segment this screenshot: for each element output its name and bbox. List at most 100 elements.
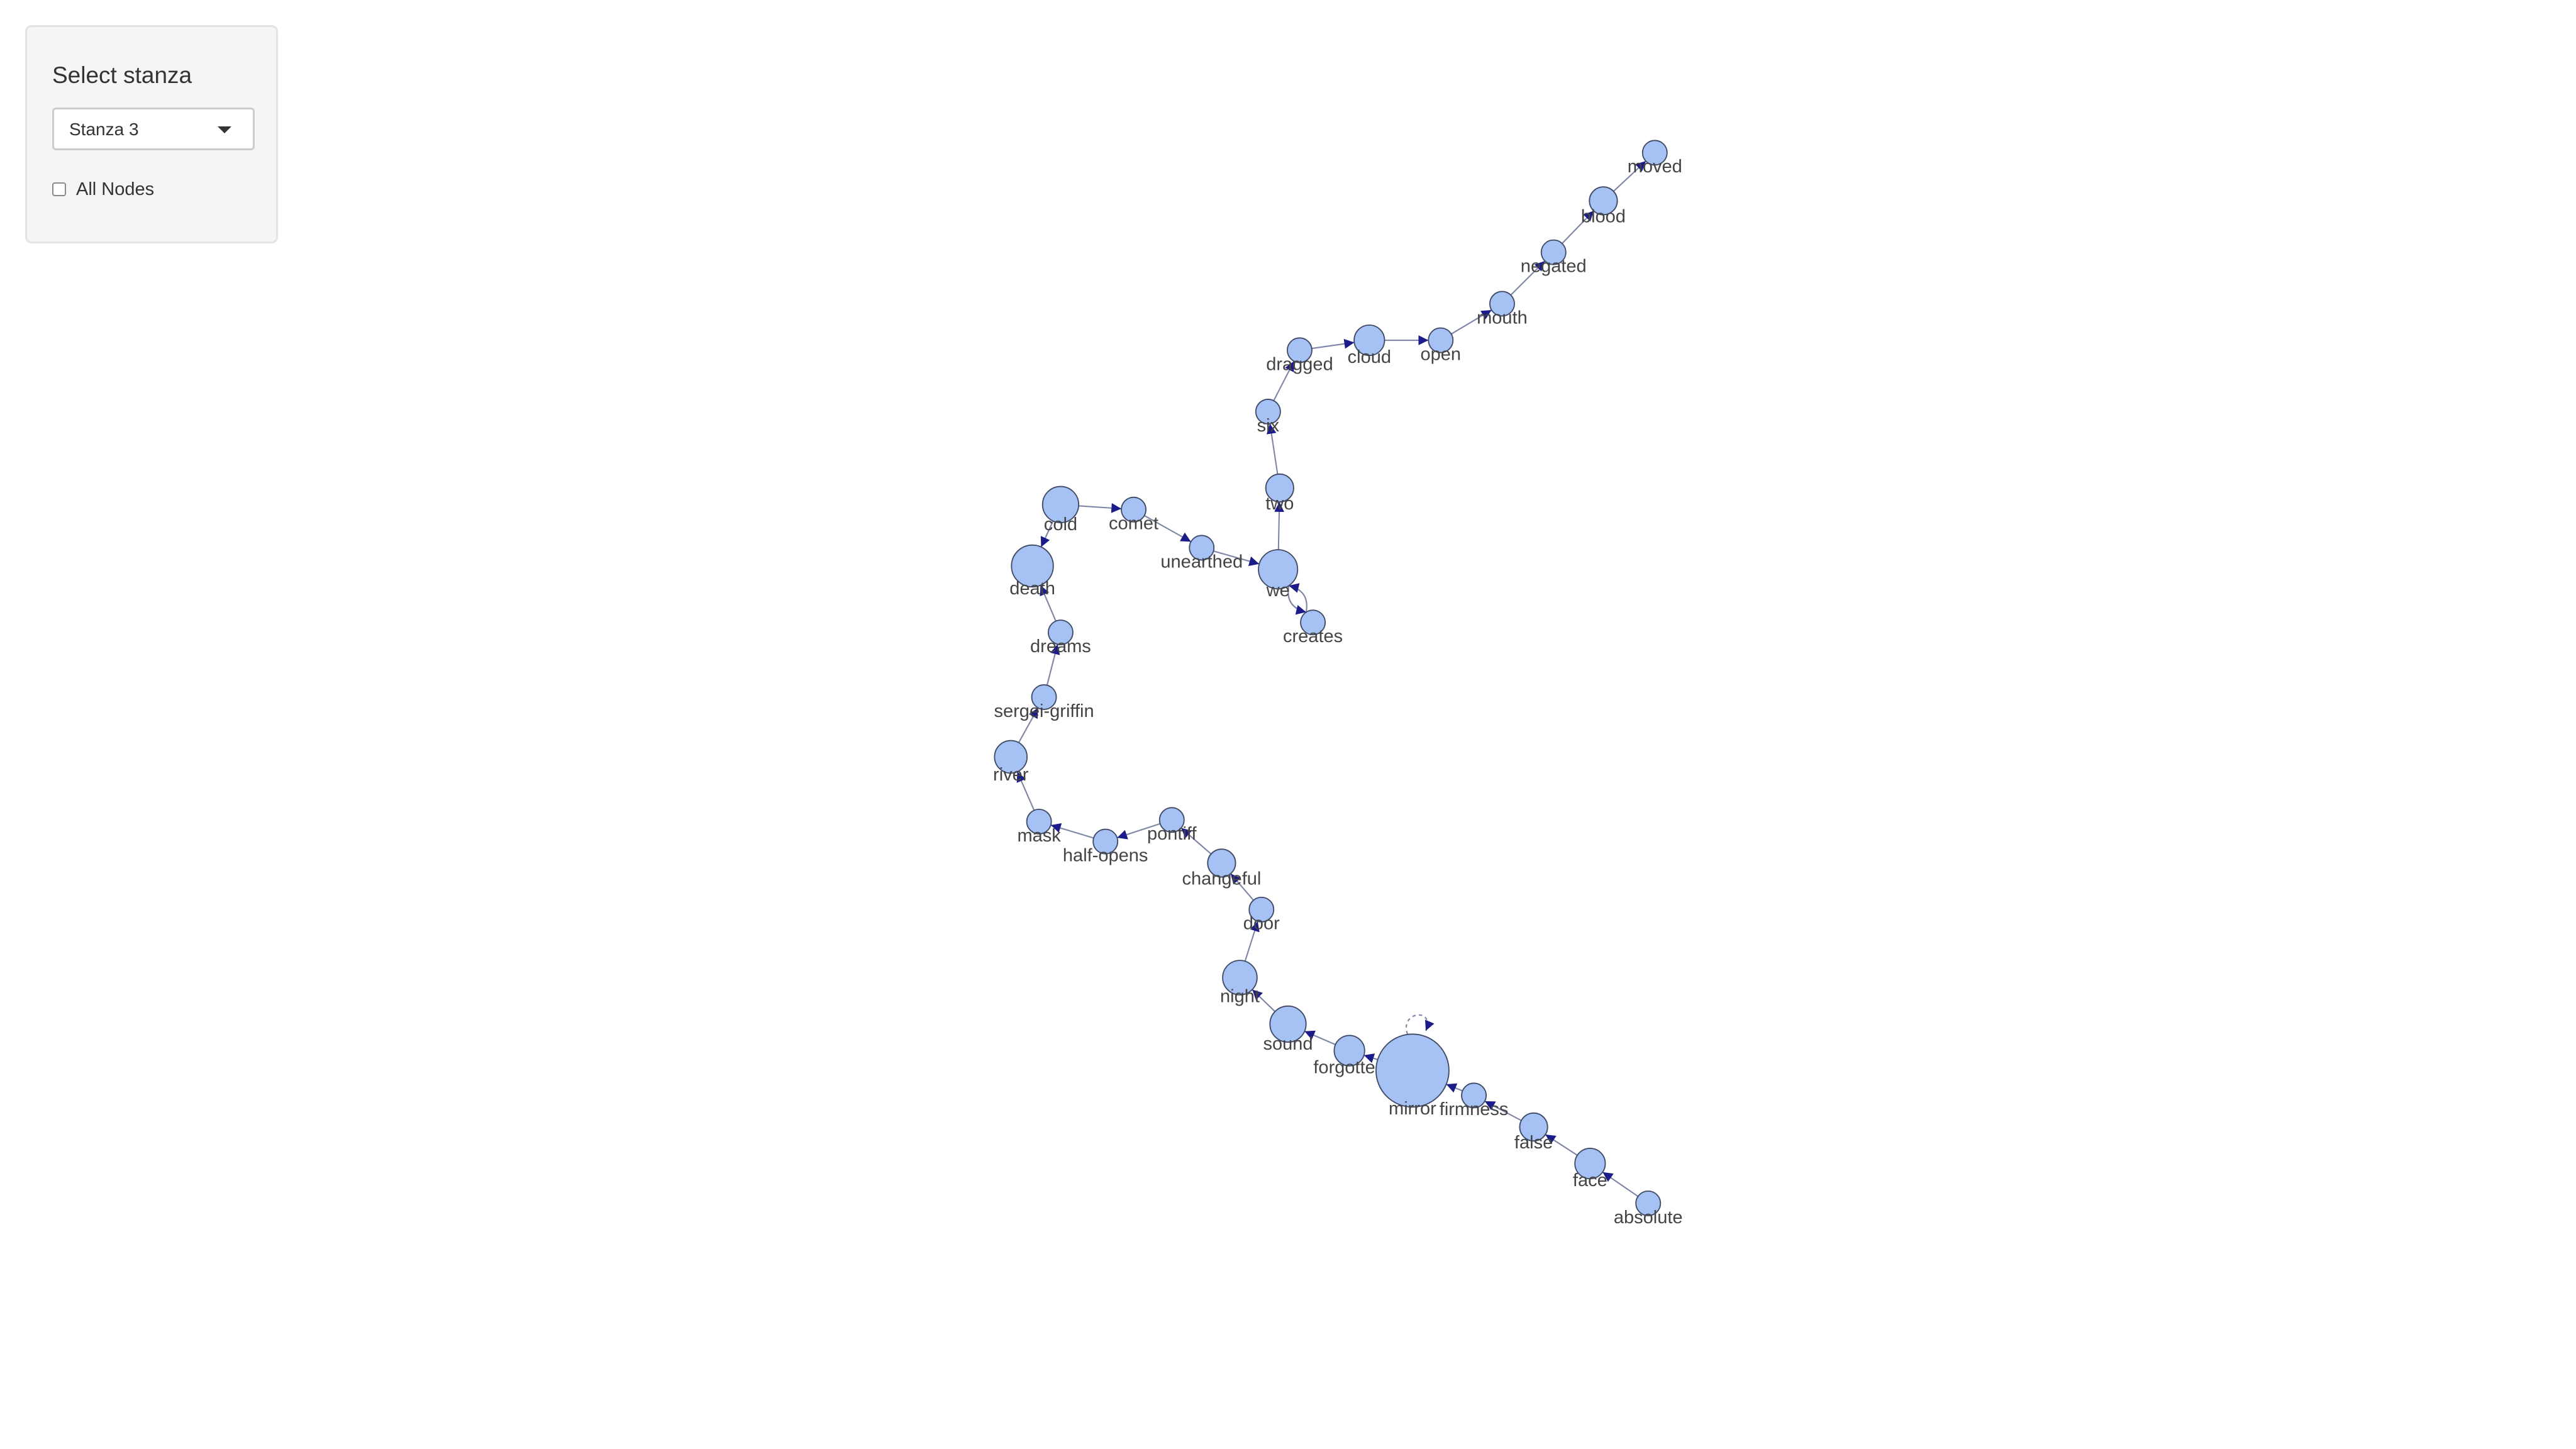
edge-absolute-to-face [1602, 1171, 1639, 1197]
caret-down-icon [218, 126, 231, 133]
node-label-comet: comet [1109, 514, 1158, 534]
node-circle-river[interactable] [994, 740, 1028, 774]
node-circle-six[interactable] [1255, 399, 1281, 425]
node-circle-negated[interactable] [1540, 239, 1567, 265]
node-label-false: false [1514, 1133, 1553, 1153]
node-label-night: night [1220, 987, 1260, 1007]
stanza-select[interactable]: Stanza 3 [52, 108, 255, 150]
edge-unearthed-to-we [1213, 550, 1260, 567]
node-circle-sergei-griffin[interactable] [1031, 684, 1057, 710]
node-cloud[interactable]: cloud [1348, 324, 1391, 367]
node-dreams[interactable]: dreams [1030, 619, 1091, 657]
edges-layer [1016, 160, 1646, 1197]
edge-blood-to-moved [1613, 160, 1646, 192]
edge-face-to-false [1545, 1134, 1578, 1156]
node-face[interactable]: face [1573, 1147, 1607, 1191]
all-nodes-label: All Nodes [76, 179, 155, 199]
node-circle-moved[interactable] [1641, 140, 1668, 166]
edge-dreams-to-death [1040, 585, 1057, 621]
edge-mirror-to-mirror [1406, 1014, 1435, 1035]
node-moved[interactable]: moved [1628, 140, 1682, 177]
node-circle-firmness[interactable] [1461, 1082, 1487, 1109]
node-night[interactable]: night [1220, 960, 1260, 1007]
node-circle-night[interactable] [1222, 960, 1258, 996]
node-circle-changeful[interactable] [1207, 848, 1236, 878]
node-circle-mirror[interactable] [1375, 1033, 1450, 1108]
edge-sound-to-night [1252, 989, 1276, 1013]
node-half-opens[interactable]: half-opens [1063, 828, 1148, 866]
node-circle-dreams[interactable] [1047, 619, 1074, 645]
edge-cold-to-comet [1079, 502, 1122, 513]
all-nodes-checkbox[interactable] [52, 182, 66, 196]
node-label-blood: blood [1581, 206, 1626, 226]
node-circle-half-opens[interactable] [1092, 828, 1119, 855]
node-label-mouth: mouth [1477, 308, 1528, 328]
node-circle-forgotten[interactable] [1333, 1035, 1365, 1067]
node-label-mask: mask [1017, 826, 1061, 846]
node-creates[interactable]: creates [1283, 609, 1343, 647]
node-unearthed[interactable]: unearthed [1160, 535, 1243, 572]
node-door[interactable]: door [1243, 896, 1280, 934]
node-label-sound: sound [1263, 1034, 1313, 1054]
node-sound[interactable]: sound [1263, 1005, 1313, 1054]
nodes-layer: moved blood negated mouth open cloud dragged si… [993, 140, 1683, 1228]
node-absolute[interactable]: absolute [1614, 1190, 1683, 1228]
edge-firmness-to-mirror [1446, 1083, 1463, 1093]
edge-mouth-to-negated [1510, 260, 1546, 296]
node-forgotten[interactable]: forgotten [1313, 1035, 1385, 1078]
node-label-unearthed: unearthed [1160, 552, 1243, 572]
node-circle-sound[interactable] [1269, 1005, 1307, 1043]
node-six[interactable]: six [1255, 399, 1281, 436]
node-circle-mouth[interactable] [1489, 291, 1515, 317]
edge-changeful-to-pontiff [1180, 827, 1212, 855]
node-sergei-griffin[interactable]: sergei-griffin [994, 684, 1094, 721]
node-circle-door[interactable] [1248, 896, 1275, 923]
edge-mask-to-river [1016, 771, 1035, 811]
edge-false-to-firmness [1484, 1101, 1522, 1121]
node-blood[interactable]: blood [1581, 186, 1626, 226]
node-mask[interactable]: mask [1017, 808, 1061, 846]
node-firmness[interactable]: firmness [1440, 1082, 1509, 1119]
node-open[interactable]: open [1421, 327, 1462, 365]
node-circle-false[interactable] [1519, 1112, 1548, 1142]
node-dragged[interactable]: dragged [1266, 337, 1333, 374]
node-death[interactable]: death [1009, 544, 1055, 599]
node-mirror[interactable]: mirror [1375, 1033, 1450, 1119]
node-circle-comet[interactable] [1121, 496, 1147, 523]
panel-title: Select stanza [52, 62, 192, 88]
node-pontiff[interactable]: pontiff [1147, 807, 1197, 844]
node-circle-creates[interactable] [1300, 609, 1326, 636]
node-cold[interactable]: cold [1041, 486, 1080, 535]
node-circle-cold[interactable] [1041, 486, 1080, 523]
node-mouth[interactable]: mouth [1477, 291, 1528, 328]
node-circle-dragged[interactable] [1287, 337, 1313, 364]
node-label-face: face [1573, 1170, 1607, 1191]
node-circle-open[interactable] [1428, 327, 1454, 353]
node-changeful[interactable]: changeful [1182, 848, 1262, 889]
edge-we-to-creates [1287, 586, 1307, 615]
node-label-absolute: absolute [1614, 1208, 1683, 1228]
stanza-select-value: Stanza 3 [69, 119, 139, 139]
edge-pontiff-to-half-opens [1116, 823, 1161, 840]
edge-two-to-six [1266, 423, 1279, 475]
node-circle-unearthed[interactable] [1189, 535, 1215, 561]
node-circle-two[interactable] [1265, 473, 1294, 502]
node-we[interactable]: we [1258, 549, 1299, 601]
node-two[interactable]: two [1265, 473, 1294, 514]
node-circle-absolute[interactable] [1635, 1190, 1662, 1216]
node-label-dragged: dragged [1266, 354, 1333, 374]
node-circle-cloud[interactable] [1353, 324, 1385, 357]
node-circle-blood[interactable] [1589, 186, 1618, 216]
node-label-cold: cold [1044, 514, 1077, 535]
node-circle-face[interactable] [1574, 1147, 1606, 1180]
node-circle-pontiff[interactable] [1158, 807, 1185, 833]
node-circle-death[interactable] [1011, 544, 1054, 588]
node-negated[interactable]: negated [1521, 239, 1587, 277]
node-river[interactable]: river [993, 740, 1029, 786]
node-comet[interactable]: comet [1109, 496, 1158, 534]
node-circle-mask[interactable] [1026, 808, 1052, 835]
node-false[interactable]: false [1514, 1112, 1553, 1153]
node-circle-we[interactable] [1258, 549, 1299, 590]
edge-door-to-changeful [1230, 873, 1254, 901]
